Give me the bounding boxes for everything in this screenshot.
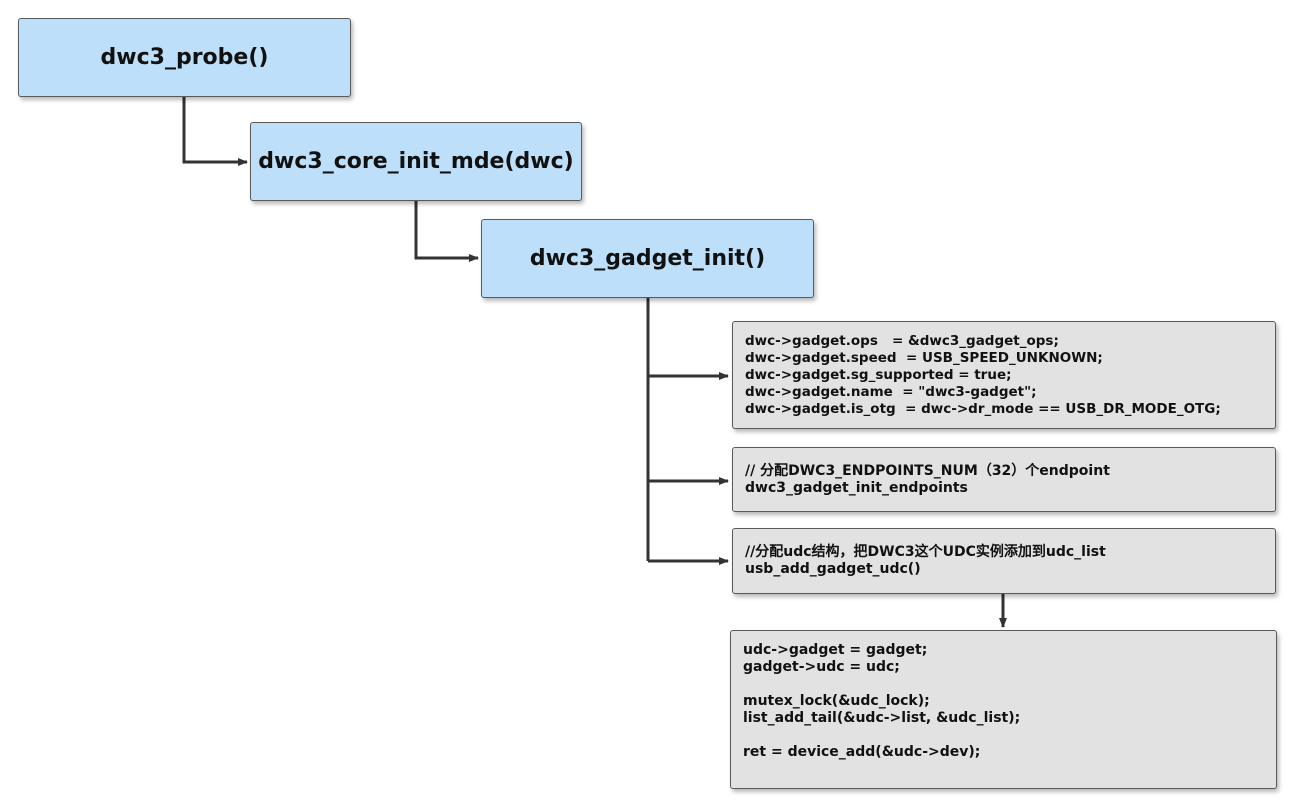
udc-body-line-5: list_add_tail(&udc->list, &udc_list);: [743, 710, 1021, 726]
gadget-fields-box: dwc->gadget.ops = &dwc3_gadget_ops; dwc-…: [732, 321, 1276, 429]
gadget-field-ops: dwc->gadget.ops = &dwc3_gadget_ops;: [745, 332, 1059, 349]
init-endpoints-comment: // 分配DWC3_ENDPOINTS_NUM（32）个endpoint: [745, 462, 1110, 479]
add-gadget-udc-comment: //分配udc结构，把DWC3这个UDC实例添加到udc_list: [745, 544, 1106, 560]
udc-body-line-4: mutex_lock(&udc_lock);: [743, 693, 930, 709]
add-gadget-udc-box: //分配udc结构，把DWC3这个UDC实例添加到udc_list usb_ad…: [732, 528, 1276, 594]
init-endpoints-box: // 分配DWC3_ENDPOINTS_NUM（32）个endpoint dwc…: [732, 447, 1276, 512]
udc-body-spacer-2: [743, 727, 1264, 744]
dwc3-gadget-init-label: dwc3_gadget_init(): [529, 246, 766, 271]
gadget-field-is-otg: dwc->gadget.is_otg = dwc->dr_mode == USB…: [745, 400, 1221, 417]
udc-body-spacer-1: [743, 676, 1264, 693]
gadget-field-sg-supported: dwc->gadget.sg_supported = true;: [745, 366, 1012, 383]
dwc3-core-init-label: dwc3_core_init_mde(dwc): [258, 149, 574, 174]
connector-core-init-to-gadget-init: [414, 201, 479, 262]
dwc3-gadget-init-box: dwc3_gadget_init(): [481, 219, 814, 298]
udc-body-box: udc->gadget = gadget; gadget->udc = udc;…: [730, 630, 1277, 789]
dwc3-probe-box: dwc3_probe(): [18, 18, 351, 97]
connector-probe-to-core-init: [182, 97, 248, 166]
dwc3-core-init-box: dwc3_core_init_mde(dwc): [250, 122, 582, 201]
add-gadget-udc-call: usb_add_gadget_udc(): [745, 561, 921, 577]
udc-body-line-2: gadget->udc = udc;: [743, 659, 900, 675]
udc-body-line-1: udc->gadget = gadget;: [743, 642, 928, 658]
udc-body-line-7: ret = device_add(&udc->dev);: [743, 744, 981, 760]
gadget-field-name: dwc->gadget.name = "dwc3-gadget";: [745, 383, 1037, 400]
dwc3-probe-label: dwc3_probe(): [100, 45, 269, 70]
gadget-field-speed: dwc->gadget.speed = USB_SPEED_UNKNOWN;: [745, 349, 1103, 366]
init-endpoints-call: dwc3_gadget_init_endpoints: [745, 479, 968, 496]
